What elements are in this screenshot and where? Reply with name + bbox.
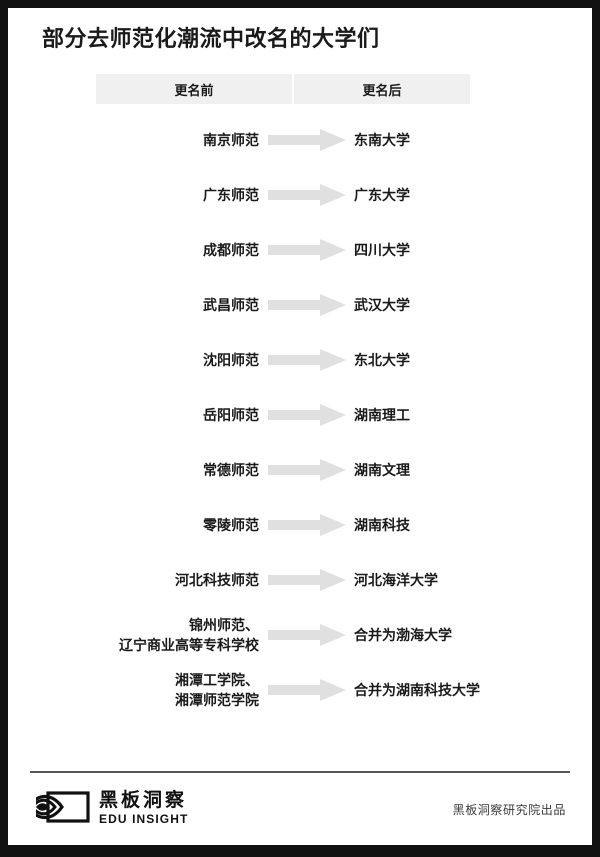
footer: 黑板洞察 EDU INSIGHT 黑板洞察研究院出品: [26, 771, 570, 845]
cell-new-name: 武汉大学: [354, 295, 592, 315]
footer-content: 黑板洞察 EDU INSIGHT 黑板洞察研究院出品: [26, 773, 570, 845]
cell-arrow: [259, 513, 354, 536]
table-row: 成都师范 四川大学: [8, 222, 592, 277]
cell-new-name: 湖南科技: [354, 515, 592, 535]
cell-arrow: [259, 183, 354, 206]
cell-arrow: [259, 348, 354, 371]
cell-former-name: 武昌师范: [8, 295, 259, 315]
cell-line: 零陵师范: [203, 516, 259, 533]
cell-new-name: 东南大学: [354, 130, 592, 150]
cell-new-name: 合并为渤海大学: [354, 625, 592, 645]
cell-line: 武昌师范: [203, 296, 259, 313]
cell-former-name: 锦州师范、辽宁商业高等专科学校: [8, 615, 259, 656]
cell-arrow: [259, 403, 354, 426]
brand-name-en: EDU INSIGHT: [99, 812, 189, 827]
table-row: 湘潭工学院、湘潭师范学院 合并为湖南科技大学: [8, 662, 592, 717]
footer-divider: [30, 771, 570, 773]
credit-text: 黑板洞察研究院出品: [452, 802, 566, 817]
cell-former-name: 湘潭工学院、湘潭师范学院: [8, 670, 259, 711]
cell-line: 河北科技师范: [175, 571, 259, 588]
cell-line: 湘潭师范学院: [175, 691, 259, 708]
cell-arrow: [259, 238, 354, 261]
table-row: 锦州师范、辽宁商业高等专科学校 合并为渤海大学: [8, 607, 592, 662]
arrow-right-icon: [267, 458, 346, 481]
table-body: 南京师范 东南大学广东师范 广东大学成都师范 四川大学武昌师范 武汉大学沈阳师范 东北大学…: [8, 112, 592, 717]
cell-arrow: [259, 623, 354, 646]
brand-name-cn: 黑板洞察: [99, 789, 188, 811]
cell-former-name: 常德师范: [8, 460, 259, 480]
cell-new-name: 合并为湖南科技大学: [354, 680, 592, 700]
table-row: 武昌师范 武汉大学: [8, 277, 592, 332]
infographic-card: 部分去师范化潮流中改名的大学们 更名前 更名后 南京师范 东南大学广东师范 广东大学…: [8, 8, 592, 845]
cell-line: 锦州师范、: [189, 616, 259, 633]
column-header-divider: [292, 74, 294, 105]
cell-line: 四川大学: [354, 241, 410, 258]
cell-former-name: 南京师范: [8, 130, 259, 150]
column-header-before: 更名前: [174, 82, 214, 98]
cell-line: 东北大学: [354, 351, 410, 368]
arrow-right-icon: [267, 128, 346, 151]
cell-arrow: [259, 128, 354, 151]
rename-table: 更名前 更名后 南京师范 东南大学广东师范 广东大学成都师范 四川大学武昌师范 武汉大学…: [8, 74, 592, 771]
table-row: 南京师范 东南大学: [8, 112, 592, 167]
cell-former-name: 沈阳师范: [8, 350, 259, 370]
table-row: 沈阳师范 东北大学: [8, 332, 592, 387]
table-row: 岳阳师范 湖南理工: [8, 387, 592, 442]
cell-line: 成都师范: [203, 241, 259, 258]
table-row: 零陵师范 湖南科技: [8, 497, 592, 552]
arrow-right-icon: [267, 513, 346, 536]
cell-former-name: 零陵师范: [8, 515, 259, 535]
cell-new-name: 湖南文理: [354, 460, 592, 480]
cell-line: 湘潭工学院、: [175, 671, 259, 688]
cell-line: 常德师范: [203, 461, 259, 478]
cell-line: 合并为湖南科技大学: [354, 681, 480, 698]
cell-line: 辽宁商业高等专科学校: [119, 636, 259, 653]
cell-line: 岳阳师范: [203, 406, 259, 423]
arrow-right-icon: [267, 238, 346, 261]
table-row: 河北科技师范 河北海洋大学: [8, 552, 592, 607]
cell-arrow: [259, 458, 354, 481]
cell-former-name: 广东师范: [8, 185, 259, 205]
cell-line: 武汉大学: [354, 296, 410, 313]
cell-new-name: 河北海洋大学: [354, 570, 592, 590]
eye-in-rectangle-logo-icon: [26, 790, 90, 829]
arrow-right-icon: [267, 293, 346, 316]
cell-arrow: [259, 568, 354, 591]
cell-line: 湖南文理: [354, 461, 410, 478]
brand-lockup: 黑板洞察 EDU INSIGHT: [26, 789, 189, 829]
column-header-after: 更名后: [362, 82, 402, 98]
table-row: 常德师范 湖南文理: [8, 442, 592, 497]
cell-line: 广东师范: [203, 186, 259, 203]
arrow-right-icon: [267, 568, 346, 591]
cell-line: 河北海洋大学: [354, 571, 438, 588]
cell-line: 沈阳师范: [203, 351, 259, 368]
arrow-right-icon: [267, 183, 346, 206]
cell-arrow: [259, 678, 354, 701]
brand-text: 黑板洞察 EDU INSIGHT: [99, 789, 189, 828]
cell-former-name: 成都师范: [8, 240, 259, 260]
table-row: 广东师范 广东大学: [8, 167, 592, 222]
cell-new-name: 四川大学: [354, 240, 592, 260]
arrow-right-icon: [267, 348, 346, 371]
table-header-row: 更名前 更名后: [96, 74, 470, 105]
cell-new-name: 东北大学: [354, 350, 592, 370]
cell-line: 广东大学: [354, 186, 410, 203]
cell-line: 湖南科技: [354, 516, 410, 533]
cell-arrow: [259, 293, 354, 316]
arrow-right-icon: [267, 623, 346, 646]
cell-former-name: 岳阳师范: [8, 405, 259, 425]
cell-new-name: 湖南理工: [354, 405, 592, 425]
cell-new-name: 广东大学: [354, 185, 592, 205]
cell-line: 南京师范: [203, 131, 259, 148]
arrow-right-icon: [267, 678, 346, 701]
page-title: 部分去师范化潮流中改名的大学们: [42, 26, 380, 51]
cell-line: 合并为渤海大学: [354, 626, 452, 643]
cell-line: 湖南理工: [354, 406, 410, 423]
cell-former-name: 河北科技师范: [8, 570, 259, 590]
cell-line: 东南大学: [354, 131, 410, 148]
arrow-right-icon: [267, 403, 346, 426]
